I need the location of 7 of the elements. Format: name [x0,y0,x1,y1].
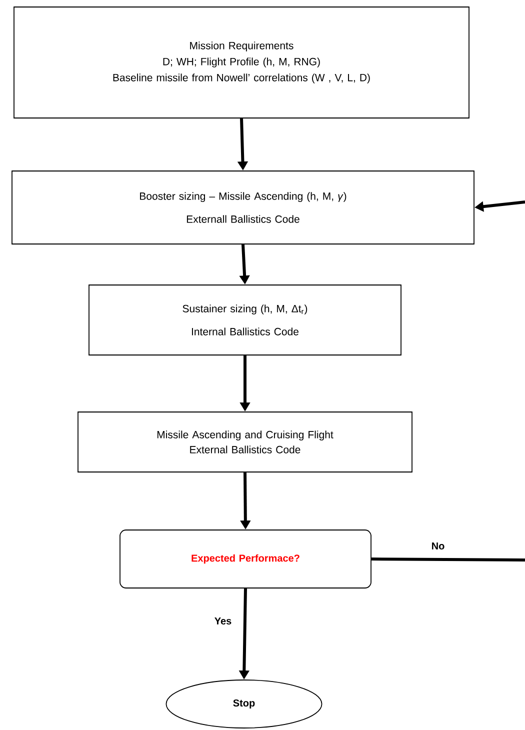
process-box: Booster sizing – Missile Ascending (h, M, γ) Externall Ballistics Code [12,170,474,244]
decision-box: Expected Performace? [120,530,372,588]
process-box: Mission Requirements D; WH; Flight Profile (h, M, RNG) Baseline missile from Nowell’ correlations (W , V, L, D) [14,6,470,118]
edge-label: Yes [213,616,233,626]
process-box: Missile Ascending and Cruising Flight External Ballistics Code [78,412,412,472]
edge-label: No [430,542,446,550]
process-box: Sustainer sizing (h, M, Δt$_{r}$) Internal Ballistics Code [88,284,402,356]
